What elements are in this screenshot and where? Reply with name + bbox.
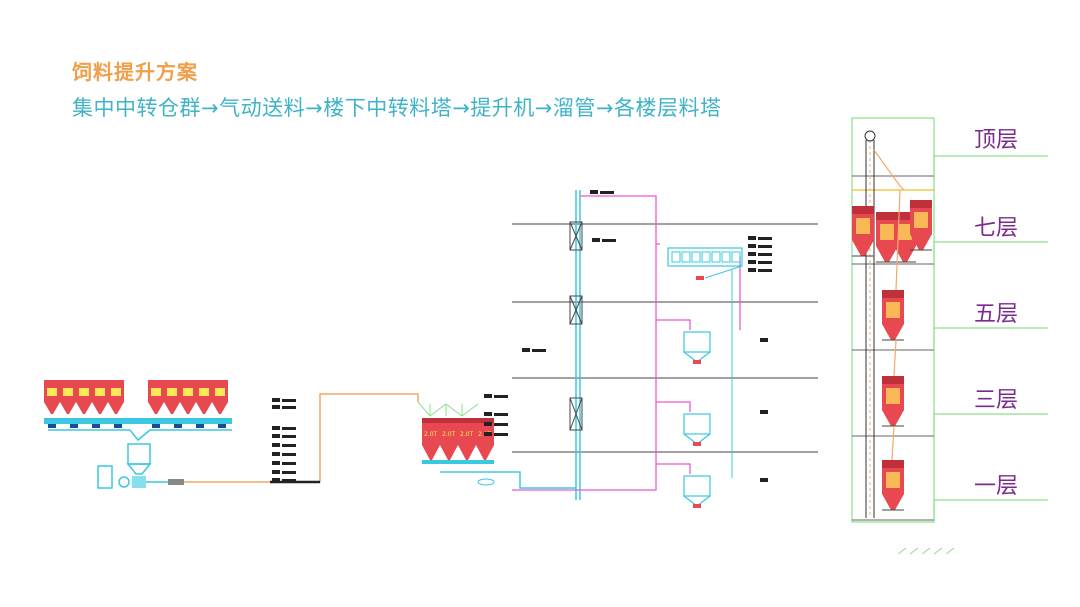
bin-base-conveyor [44,418,232,424]
floor-lines [512,223,818,453]
page-title: 饲料提升方案 [72,60,198,84]
floor-label-top: 顶层 [973,128,1018,153]
central-bin-group-left [44,380,124,414]
central-bin-group-right [148,380,228,414]
downstairs-transfer-towers [417,401,576,489]
equipment-tags-elevator [522,190,616,352]
bucket-elevator [569,190,583,500]
floor-callouts [933,155,1048,520]
pneumatic-pipe [184,393,419,483]
floor-silo-3 [683,413,711,446]
pneumatic-hopper [127,443,151,465]
equipment-tags-upper [748,236,772,272]
page-subtitle: 集中中转仓群→气动送料→楼下中转料塔→提升机→溜管→各楼层料塔 [72,96,722,120]
equipment-tags-left [272,398,296,482]
floor-label-5: 五层 [973,302,1018,327]
building-section [851,117,935,523]
floor-silo-1 [683,475,711,508]
pneumatic-blower [97,465,113,489]
upper-floor-silo-row [667,247,743,280]
floor-label-1: 一层 [973,474,1018,499]
floor-silo-5 [683,331,711,364]
floor-label-3: 三层 [973,388,1018,413]
distribution-chute [512,195,741,491]
floor-label-7: 七层 [973,216,1018,241]
